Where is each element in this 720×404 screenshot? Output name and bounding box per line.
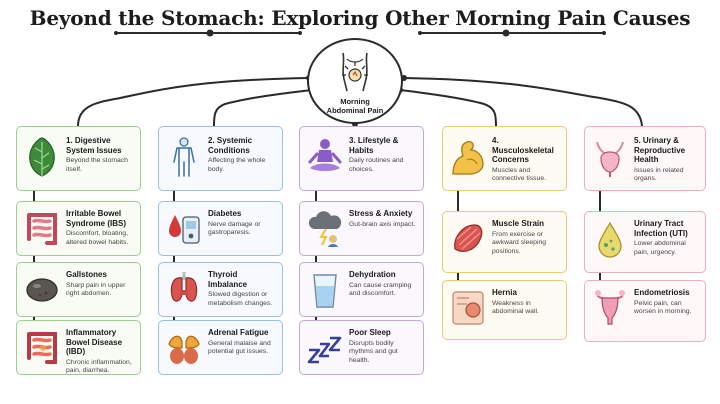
water-glass-icon — [313, 274, 337, 308]
category-systemic: 2. Systemic Conditions Affecting the who… — [158, 126, 283, 191]
category-desc: Beyond the stomach itself. — [66, 157, 128, 173]
spinach-icon — [29, 137, 55, 177]
meditation-icon — [308, 139, 342, 171]
item-stress: Stress & Anxiety Gut-brain axis impact. — [299, 201, 424, 256]
category-lifestyle: 3. Lifestyle & Habits Daily routines and… — [299, 126, 424, 191]
category-title: 1. Digestive System Issues — [66, 136, 122, 155]
item-thyroid: Thyroid Imbalance Slowed digestion or me… — [158, 262, 283, 317]
page-title: Beyond the Stomach: Exploring Other Morn… — [29, 6, 691, 30]
flexed-arm-icon — [452, 140, 484, 175]
item-diabetes: Diabetes Nerve damage or gastroparesis. — [158, 201, 283, 256]
adrenal-gland-icon — [168, 335, 200, 364]
bladder-icon — [596, 141, 624, 177]
item-title: Inflammatory Bowel Disease (IBD) — [66, 328, 123, 356]
center-label-line2: Abdominal Pain — [326, 106, 384, 115]
item-title: Diabetes — [208, 209, 242, 218]
category-musculoskeletal: 4. Musculoskeletal Concerns Muscles and … — [442, 126, 567, 191]
item-endometriosis: Endometriosis Pelvic pain, can worsen in… — [584, 280, 706, 342]
central-topic-label: Morning Abdominal Pain — [309, 97, 401, 115]
category-title: 5. Urinary & Reproductive Health — [634, 136, 686, 164]
item-title: Adrenal Fatigue — [208, 328, 269, 337]
item-dehydration: Dehydration Can cause cramping and disco… — [299, 262, 424, 317]
item-title: Irritable Bowel Syndrome (IBS) — [66, 209, 127, 228]
muscle-fiber-icon — [454, 224, 483, 252]
item-title: Thyroid Imbalance — [208, 270, 248, 289]
item-title: Stress & Anxiety — [349, 209, 413, 218]
item-gallstones: Gallstones Sharp pain in upper right abd… — [16, 262, 141, 317]
hernia-icon — [452, 291, 484, 325]
item-ibd: Inflammatory Bowel Disease (IBD) Chronic… — [16, 320, 141, 375]
item-title: Gallstones — [66, 270, 107, 279]
category-desc: Issues in related organs. — [634, 166, 684, 183]
item-title: Dehydration — [349, 270, 396, 279]
thyroid-icon — [170, 272, 198, 302]
category-desc: Affecting the whole body. — [208, 157, 266, 173]
category-desc: Daily routines and choices. — [349, 157, 404, 173]
item-desc: Gut-brain axis impact. — [349, 220, 416, 228]
item-desc: Chronic inflammation, pain, diarrhea. — [66, 358, 132, 375]
item-muscle-strain: Muscle Strain From exercise or awkward s… — [442, 211, 567, 273]
item-poor-sleep: Poor Sleep Disrupts bodily rhythms and g… — [299, 320, 424, 375]
item-desc: Nerve damage or gastroparesis. — [208, 220, 261, 237]
urine-drop-icon — [598, 221, 622, 258]
category-title: 2. Systemic Conditions — [208, 136, 253, 155]
item-title: Poor Sleep — [349, 328, 391, 337]
item-desc: Disrupts bodily rhythms and gut health. — [349, 339, 398, 364]
body-outline-icon — [173, 137, 195, 177]
category-title: 3. Lifestyle & Habits — [349, 136, 399, 155]
item-uti: Urinary Tract Infection (UTI) Lower abdo… — [584, 211, 706, 273]
item-desc: Discomfort, bloating, altered bowel habi… — [66, 230, 129, 246]
category-urinary: 5. Urinary & Reproductive Health Issues … — [584, 126, 706, 191]
gallstone-icon — [26, 278, 58, 302]
category-title: 4. Musculoskeletal Concerns — [492, 136, 554, 164]
category-digestive: 1. Digestive System Issues Beyond the st… — [16, 126, 141, 191]
central-topic: Morning Abdominal Pain — [307, 38, 403, 124]
item-title: Urinary Tract Infection (UTI) — [634, 219, 688, 238]
item-adrenal: Adrenal Fatigue General malaise and pote… — [158, 320, 283, 375]
item-title: Muscle Strain — [492, 219, 545, 228]
uterus-icon — [595, 290, 625, 325]
intestine-icon — [27, 213, 57, 245]
item-desc: General malaise and potential gut issues… — [208, 339, 271, 356]
item-desc: Slowed digestion or metabolism changes. — [208, 291, 273, 307]
item-title: Endometriosis — [634, 288, 690, 297]
item-desc: Sharp pain in upper right abdomen. — [66, 281, 126, 298]
glucose-meter-icon — [169, 215, 200, 244]
item-desc: Lower abdominal pain, urgency. — [634, 240, 686, 256]
item-hernia: Hernia Weakness in abdominal wall. — [442, 280, 567, 340]
item-desc: Pelvic pain, can worsen in morning. — [634, 299, 692, 316]
inflamed-intestine-icon — [27, 332, 57, 364]
item-desc: Weakness in abdominal wall. — [492, 299, 539, 316]
item-desc: Can cause cramping and discomfort. — [349, 281, 412, 298]
item-desc: From exercise or awkward sleeping positi… — [492, 230, 547, 255]
category-desc: Muscles and connective tissue. — [492, 166, 547, 183]
center-label-line1: Morning — [340, 97, 370, 106]
sleep-zzz-icon — [307, 336, 342, 364]
item-title: Hernia — [492, 288, 517, 297]
item-ibs: Irritable Bowel Syndrome (IBS) Discomfor… — [16, 201, 141, 256]
storm-cloud-icon — [308, 211, 342, 247]
torso-pain-icon — [342, 52, 368, 92]
